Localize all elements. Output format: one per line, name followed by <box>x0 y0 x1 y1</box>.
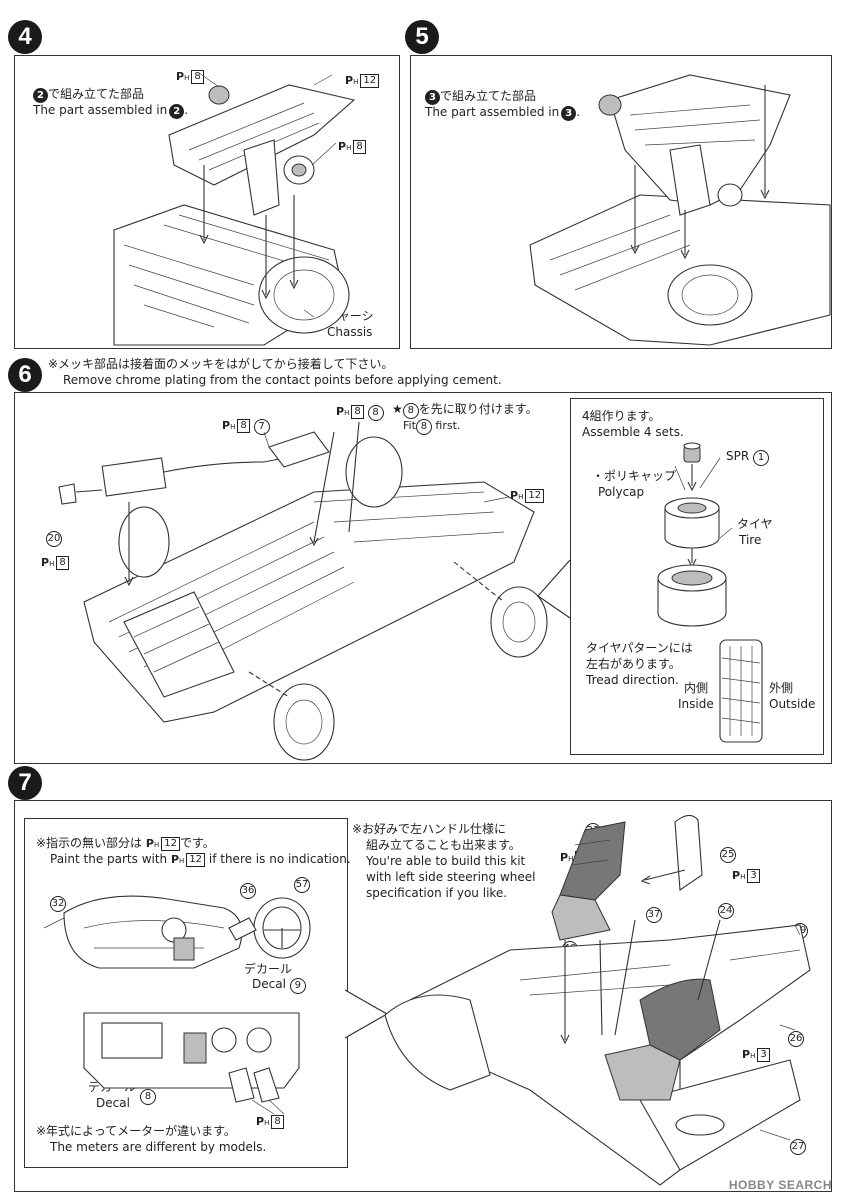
ref-circle: 3 <box>561 106 577 121</box>
decal-9-en: Decal 9 <box>252 977 306 994</box>
part-25-label: 25 <box>720 846 736 863</box>
inset-sets-jp: 4組作ります。 <box>582 409 661 423</box>
decal-8-en: Decal <box>96 1096 130 1110</box>
part-36-label: 36 <box>240 882 256 899</box>
polycap-en: Polycap <box>598 485 645 499</box>
lhd-note-jp-1: ※お好みで左ハンドル仕様に <box>352 822 507 836</box>
step-4-illustration <box>113 72 356 346</box>
decal-9-jp: デカール <box>244 962 293 976</box>
step-5-badge: 5 <box>405 20 439 54</box>
lhd-note-en-1: You're able to build this kit <box>366 854 526 868</box>
tread-jp-1: タイヤパターンには <box>586 641 693 655</box>
step-7-inset-illustration <box>43 895 311 1115</box>
inside-jp: 内側 <box>684 681 709 695</box>
ref-circle: 2 <box>169 104 185 119</box>
inset-sets-en: Assemble 4 sets. <box>582 425 684 439</box>
polycap-jp: ・ポリキャップ <box>592 469 677 483</box>
meters-note-en: The meters are different by models. <box>50 1140 267 1154</box>
chrome-note-jp: ※メッキ部品は接着面のメッキをはがしてから接着して下さい。 <box>48 357 394 371</box>
step-7-illustration <box>384 814 811 1186</box>
decal-8-num: 8 <box>140 1088 156 1105</box>
part-20-label: 20 <box>46 530 62 547</box>
part-27-label: 27 <box>790 1138 806 1155</box>
chassis-label-en: Chassis <box>327 325 373 339</box>
tread-en: Tread direction. <box>586 673 679 687</box>
step-7-badge: 7 <box>8 766 42 800</box>
part-32-label: 32 <box>50 895 66 912</box>
step-6-badge: 6 <box>8 358 42 392</box>
lhd-note-en-3: specification if you like. <box>366 886 508 900</box>
tire-en: Tire <box>739 533 762 547</box>
ref-circle: 2 <box>33 88 48 103</box>
watermark-logo: HOBBY SEARCH <box>728 1178 832 1192</box>
ref-circle: 3 <box>425 90 440 105</box>
inset-pointer <box>537 559 571 619</box>
lhd-note-jp-2: 組み立てることも出来ます。 <box>366 838 521 852</box>
spr-label: SPR 1 <box>726 449 770 466</box>
lhd-note-en-2: with left side steering wheel <box>366 870 536 884</box>
outside-en: Outside <box>769 697 816 711</box>
part-26-label: 26 <box>788 1030 804 1047</box>
tread-jp-2: 左右があります。 <box>586 657 681 671</box>
chrome-note-en: Remove chrome plating from the contact p… <box>63 373 502 387</box>
tire-jp: タイヤ <box>737 517 773 531</box>
outside-jp: 外側 <box>769 681 794 695</box>
inset-illustration <box>657 442 763 743</box>
part-37-label: 37 <box>646 906 662 923</box>
part-24-label: 24 <box>718 902 734 919</box>
step-6-illustration <box>58 421 548 761</box>
part-57-label: 57 <box>294 876 310 893</box>
inside-en: Inside <box>678 697 714 711</box>
step-4-badge: 4 <box>8 20 42 54</box>
meters-note-jp: ※年式によってメーターが違います。 <box>36 1124 236 1138</box>
step-5-illustration <box>529 74 831 346</box>
